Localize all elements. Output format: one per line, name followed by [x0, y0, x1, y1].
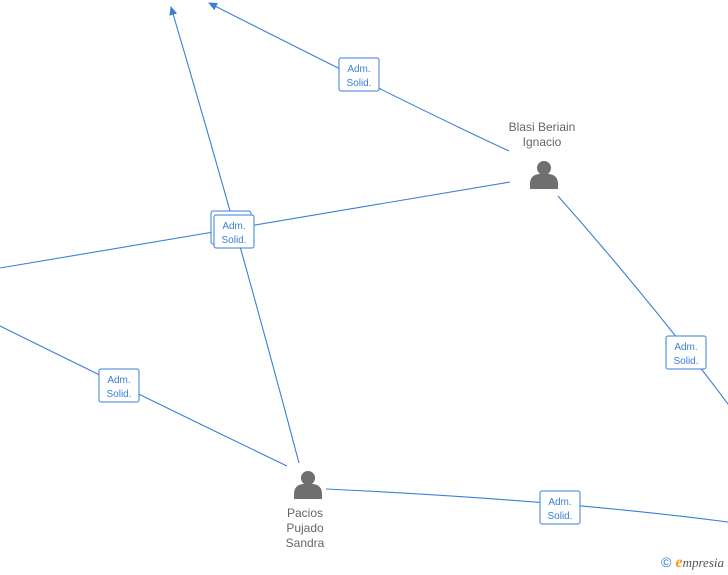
person-icon: [530, 161, 558, 189]
svg-text:Solid.: Solid.: [221, 235, 246, 246]
person-node-pacios[interactable]: Pacios Pujado Sandra: [286, 471, 325, 550]
svg-text:Solid.: Solid.: [106, 389, 131, 400]
person-icon: [294, 471, 322, 499]
brand-name: mpresia: [682, 555, 724, 570]
brand-initial: e: [675, 554, 683, 571]
svg-text:Adm.: Adm.: [548, 497, 571, 508]
svg-text:Solid.: Solid.: [346, 78, 371, 89]
svg-text:Solid.: Solid.: [547, 511, 572, 522]
footer-branding: ©empresia: [661, 554, 724, 572]
edge-badge-left-pacios[interactable]: Adm. Solid.: [98, 368, 140, 403]
person-node-blasi[interactable]: Blasi Beriain Ignacio: [509, 120, 576, 189]
svg-text:Adm.: Adm.: [347, 64, 370, 75]
edge-pacios-right: [325, 488, 728, 523]
copyright-icon: ©: [661, 554, 672, 570]
svg-text:Adm.: Adm.: [674, 342, 697, 353]
edge-badge-blasi-top[interactable]: Adm. Solid.: [338, 57, 380, 92]
edge-blasi-left: [0, 181, 511, 269]
person-name-pacios-line2: Pujado: [286, 521, 324, 535]
edge-badge-center[interactable]: Adm. Solid.: [213, 214, 255, 249]
person-name-pacios-line1: Pacios: [287, 506, 323, 520]
svg-text:Adm.: Adm.: [222, 221, 245, 232]
edge-blasi-right: [557, 195, 728, 405]
edge-badge-blasi-right[interactable]: Adm. Solid.: [665, 335, 707, 370]
person-name-blasi-line1: Blasi Beriain: [509, 120, 576, 134]
person-name-blasi-line2: Ignacio: [523, 135, 562, 149]
brand-logo[interactable]: empresia: [675, 554, 724, 571]
svg-text:Adm.: Adm.: [107, 375, 130, 386]
person-name-pacios-line3: Sandra: [286, 536, 325, 550]
svg-text:Solid.: Solid.: [673, 356, 698, 367]
edge-blasi-top: [208, 2, 510, 152]
edge-badge-pacios-right[interactable]: Adm. Solid.: [539, 490, 581, 525]
edge-left-pacios: [0, 325, 288, 467]
